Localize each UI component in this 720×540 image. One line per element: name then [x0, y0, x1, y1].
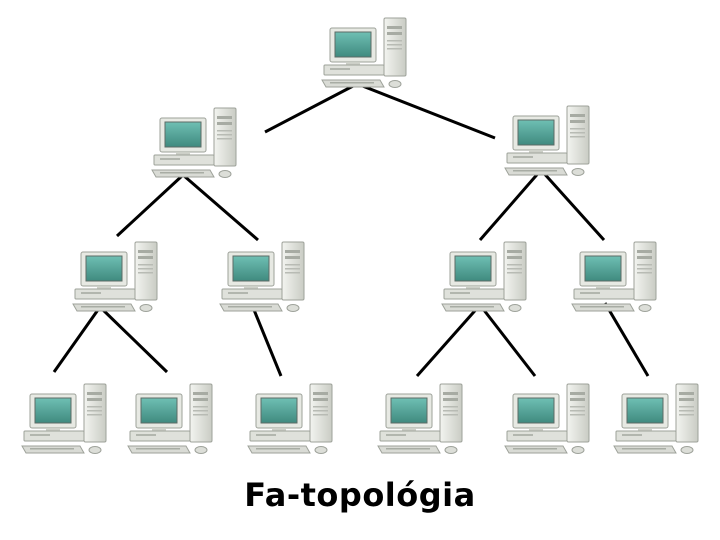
desktop-computer-icon-l2-4: [571, 241, 657, 312]
link-l1-right-l2-4: [539, 168, 606, 242]
desktop-computer-icon-l1-left: [151, 107, 237, 178]
desktop-computer-icon-l3-4: [377, 383, 463, 454]
link-l2-2-l3-3: [250, 304, 283, 377]
link-root-l1-left: [264, 83, 356, 134]
desktop-computer-icon-l3-1: [21, 383, 107, 454]
diagram-title: Fa-topológia: [244, 476, 476, 514]
link-l2-1-l3-1: [52, 306, 102, 373]
link-l1-left-l2-2: [182, 173, 259, 242]
desktop-computer-icon-root: [321, 17, 407, 88]
desktop-computer-icon-l2-2: [219, 241, 305, 312]
link-l2-3-l3-5: [478, 304, 537, 377]
desktop-computer-icon-l3-2: [127, 383, 213, 454]
desktop-computer-icon-l3-6: [613, 383, 699, 454]
desktop-computer-icon-l2-1: [72, 241, 158, 312]
link-l2-3-l3-4: [415, 304, 482, 377]
computer-nodes: [21, 17, 699, 454]
link-l2-1-l3-2: [98, 305, 169, 374]
desktop-computer-icon-l3-3: [247, 383, 333, 454]
link-root-l1-right: [359, 83, 496, 140]
desktop-computer-icon-l1-right: [504, 105, 590, 176]
desktop-computer-icon-l3-5: [504, 383, 590, 454]
link-l1-right-l2-3: [478, 169, 543, 241]
connection-lines: [52, 83, 650, 377]
desktop-computer-icon-l2-3: [441, 241, 527, 312]
link-l1-left-l2-1: [115, 173, 185, 238]
link-l2-4-l3-6: [603, 302, 650, 377]
